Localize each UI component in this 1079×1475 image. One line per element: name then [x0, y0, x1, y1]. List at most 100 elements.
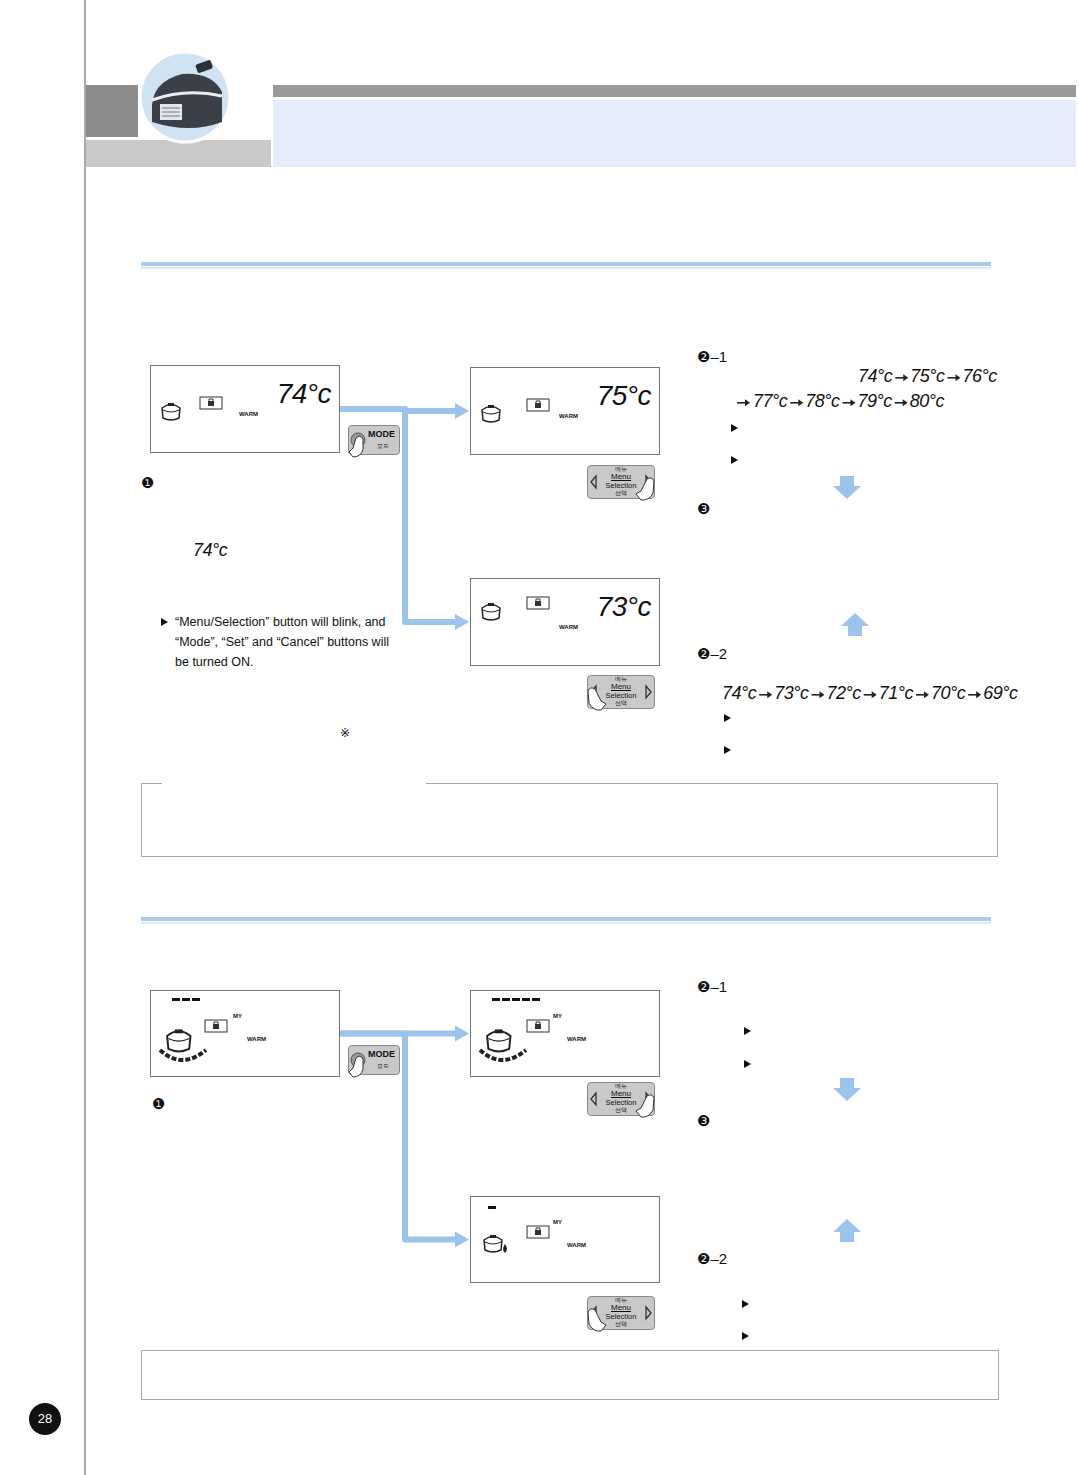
temperature-value: 80°c [910, 391, 944, 413]
arrow-key [591, 1093, 596, 1105]
button-text: 28 [29, 1412, 61, 1425]
display-panel: MY WARM [470, 1196, 660, 1283]
button-text: MY [553, 1219, 562, 1225]
note-box [142, 784, 998, 857]
button-text: MODE [368, 430, 395, 439]
layout-shape [484, 1235, 502, 1252]
sequence-arrowhead [872, 691, 877, 698]
temperature-value: 70°c [931, 683, 965, 705]
sequence-arrowhead [903, 374, 908, 381]
button-text: 메뉴 [588, 1298, 654, 1304]
display-panel: 73°cWARM [470, 578, 660, 666]
temperature-value: 79°c [857, 391, 891, 413]
button-text: 선택 [588, 1108, 654, 1114]
layout-shape [833, 1219, 861, 1242]
button-text: MY [233, 1013, 242, 1019]
section-rule [141, 922, 991, 924]
layout-shape [162, 116, 180, 117]
flow-arrows [833, 476, 869, 1242]
finger-icon [636, 1095, 654, 1117]
header-cooker [152, 60, 222, 128]
layout-shape [742, 1300, 749, 1308]
button-text: WARM [567, 1036, 586, 1042]
layout-shape [162, 112, 180, 113]
layout-shape [731, 424, 738, 432]
header-band [273, 100, 1076, 167]
menu-button: 메뉴MenuSelection선택 [587, 465, 655, 499]
layout-shape [152, 74, 222, 128]
step-marker: ❶ [141, 474, 154, 492]
layout-shape [192, 998, 200, 1001]
step-marker: ❷–1 [697, 348, 727, 366]
layout-shape [731, 456, 738, 464]
layout-shape [167, 1029, 190, 1051]
header-bar [86, 140, 271, 167]
bullet-marks [161, 424, 751, 1340]
layout-shape [724, 746, 731, 754]
temperature-readout: 73°c [597, 593, 651, 621]
layout-shape [512, 998, 520, 1001]
sequence-arrow [895, 377, 904, 379]
sequence-arrowhead [955, 374, 960, 381]
temperature-readout: 74°c [277, 380, 331, 408]
step-marker: ❸ [697, 1112, 710, 1130]
temperature-value: 72°c [826, 683, 860, 705]
layout-shape [532, 998, 540, 1001]
layout-shape [487, 1029, 510, 1051]
layout-shape [492, 998, 500, 1001]
sequence-arrow [737, 402, 746, 404]
layout-shape [527, 597, 549, 609]
display-panel: 74°cWARM [150, 365, 340, 453]
layout-shape [482, 603, 500, 620]
section-rule [141, 267, 991, 269]
display-panel: MY WARM [470, 990, 660, 1077]
button-text: Selection [588, 692, 654, 700]
layout-shape [488, 1206, 496, 1209]
step-marker: ※ [340, 726, 350, 740]
button-text: WARM [239, 411, 258, 417]
layout-shape [744, 1027, 751, 1035]
sequence-arrow [968, 694, 977, 696]
arrow-key [591, 476, 596, 488]
button-text: MY [553, 1013, 562, 1019]
button-text: WARM [559, 413, 578, 419]
step-marker: ❸ [697, 500, 710, 518]
sequence-arrowhead [819, 691, 824, 698]
temperature-value: 71°c [879, 683, 913, 705]
layout-shape [833, 476, 861, 499]
sequence-arrow [811, 694, 820, 696]
temperature-value: 78°c [805, 391, 839, 413]
layout-shape [527, 1020, 549, 1032]
section-rule [141, 917, 991, 921]
button-text: Menu [588, 1304, 654, 1312]
layout-shape [527, 1226, 549, 1238]
menu-button: 메뉴MenuSelection선택 [587, 1296, 655, 1330]
button-text: Selection [588, 1099, 654, 1107]
layout-shape [742, 1332, 749, 1340]
sequence-arrow [842, 402, 851, 404]
layout-shape [160, 1050, 206, 1060]
button-text: 메뉴 [588, 677, 654, 683]
button-text: Selection [588, 1313, 654, 1321]
step-marker: ❷–2 [697, 1250, 727, 1268]
finger-icon [349, 1056, 363, 1077]
layout-shape [200, 397, 222, 409]
layout-shape [205, 1020, 227, 1032]
layout-shape [744, 1060, 751, 1068]
temperature-value: 75°c [910, 366, 944, 388]
mode-button: MODE모드 [348, 1045, 400, 1075]
sequence-arrowhead [767, 691, 772, 698]
arrow-key [646, 686, 651, 698]
sequence-arrowhead [903, 399, 908, 406]
step-marker: ❶ [152, 1095, 165, 1113]
section-rule [141, 262, 991, 266]
button-text: 선택 [588, 701, 654, 707]
display-panel: 75°cWARM [470, 367, 660, 455]
layout-shape [161, 618, 168, 626]
button-text: WARM [567, 1242, 586, 1248]
temperature-value: 74°c [858, 366, 892, 388]
header-stripe [273, 85, 1076, 97]
button-text: 선택 [588, 491, 654, 497]
